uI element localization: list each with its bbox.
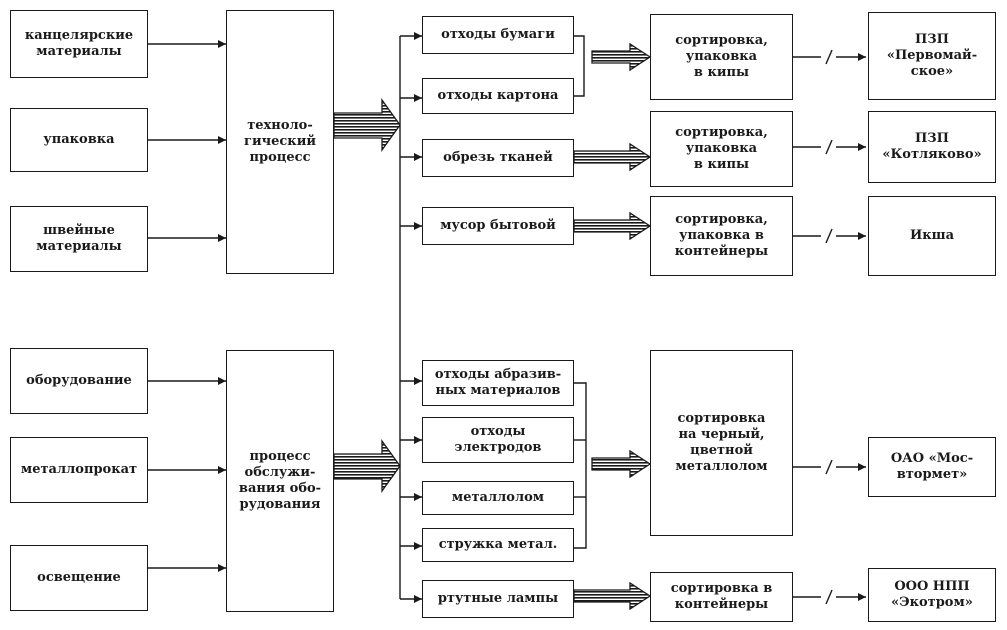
- waste-abrasive: отходы абразив- ных материалов: [422, 360, 574, 406]
- waste-electrodes: отходы электродов: [422, 417, 574, 463]
- block-arrow-technological: [333, 97, 401, 153]
- treatment-bales-2: сортировка, упаковка в кипы: [650, 111, 793, 187]
- waste-paper: отходы бумаги: [422, 16, 574, 54]
- input-sewing: швейные материалы: [10, 206, 148, 272]
- dest-iksha: Икша: [868, 196, 996, 276]
- dest-ekotrom: ООО НПП «Экотром»: [868, 568, 996, 622]
- link-containers2-ekotrom: [793, 589, 866, 605]
- treatment-containers-1: сортировка, упаковка в контейнеры: [650, 196, 793, 276]
- block-arrow-bales2: [573, 142, 652, 172]
- input-lighting: освещение: [10, 545, 148, 611]
- dest-pervomayskoe: ПЗП «Первомай- ское»: [868, 12, 996, 100]
- block-arrow-bales1: [591, 42, 652, 72]
- link-ferrous-mosvtormet: [793, 459, 866, 475]
- block-arrow-containers1: [573, 211, 652, 241]
- process-maintenance: процесс обслужи- вания обо- рудования: [226, 350, 334, 612]
- waste-cardboard: отходы картона: [422, 78, 574, 114]
- waste-household: мусор бытовой: [422, 207, 574, 245]
- input-equipment: оборудование: [10, 348, 148, 414]
- dest-kotlyakovo: ПЗП «Котляково»: [868, 111, 996, 183]
- input-stationery: канцелярские материалы: [10, 10, 148, 78]
- treatment-bales-1: сортировка, упаковка в кипы: [650, 14, 793, 100]
- link-bales1-pervomayskoe: [793, 49, 866, 65]
- block-arrow-ferrous: [591, 449, 652, 479]
- waste-shavings: стружка метал.: [422, 528, 574, 562]
- input-packaging: упаковка: [10, 108, 148, 172]
- link-bales2-kotlyakovo: [793, 139, 866, 155]
- waste-scrap: металлолом: [422, 481, 574, 515]
- waste-lamps: ртутные лампы: [422, 580, 574, 618]
- dest-mosvtormet: ОАО «Мос- втормет»: [868, 437, 996, 497]
- treatment-ferrous: сортировка на черный, цветной металлолом: [650, 350, 793, 536]
- waste-fabric: обрезь тканей: [422, 139, 574, 177]
- link-containers1-iksha: [793, 228, 866, 244]
- process-technological: техноло- гический процесс: [226, 10, 334, 274]
- block-arrow-maintenance: [333, 438, 401, 494]
- block-arrow-containers2: [573, 581, 652, 611]
- treatment-containers-2: сортировка в контейнеры: [650, 572, 793, 622]
- input-metal: металлопрокат: [10, 437, 148, 503]
